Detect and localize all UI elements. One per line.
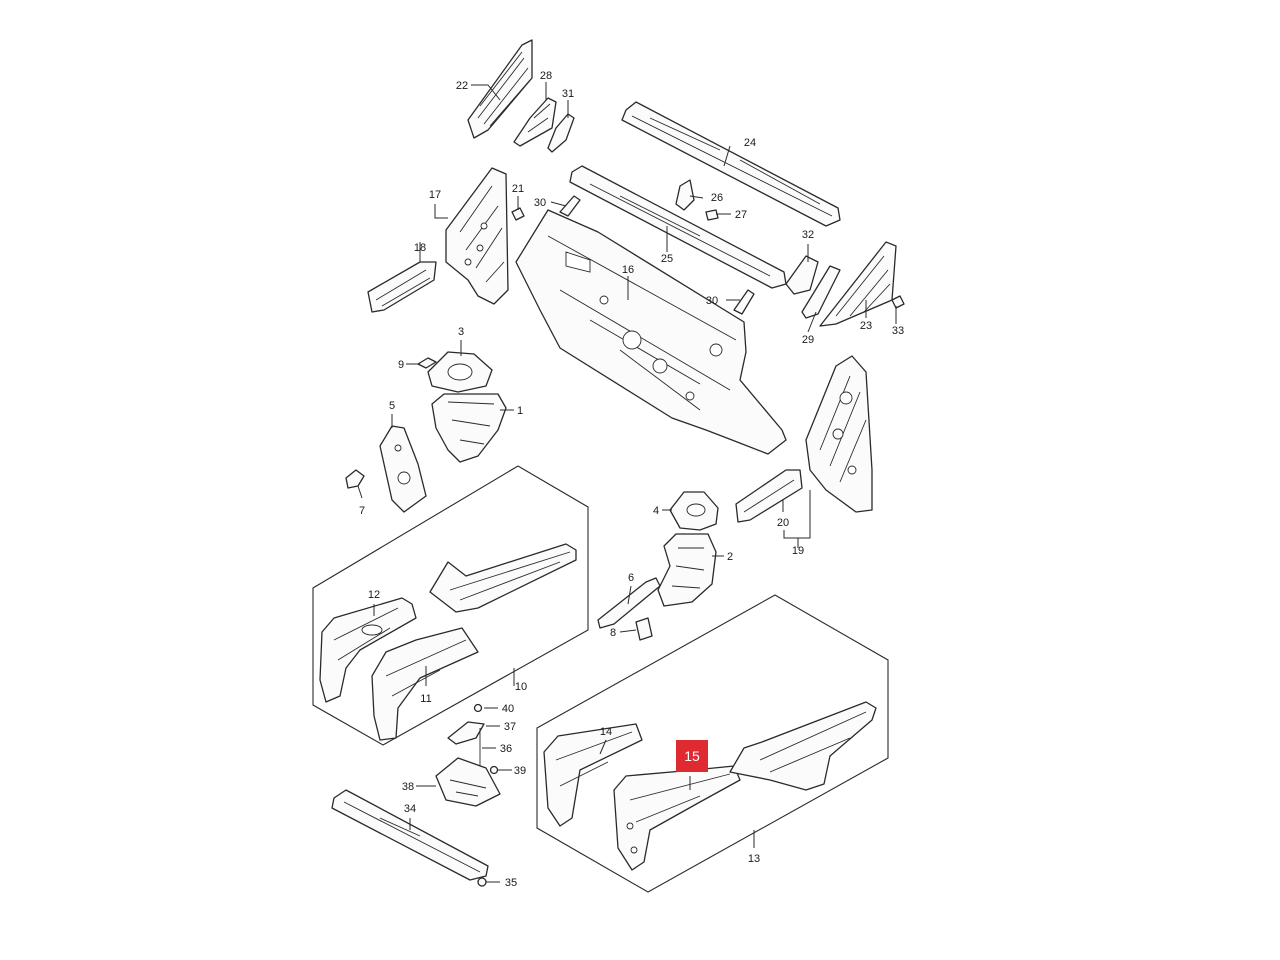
part-28-drawing <box>513 97 557 147</box>
callout-labels: 22 28 31 24 26 27 30 21 17 18 25 16 32 3… <box>359 70 904 889</box>
callout-15-highlight[interactable]: 15 <box>676 740 708 772</box>
part-37-drawing <box>447 721 485 745</box>
callout-6[interactable]: 6 <box>628 572 634 584</box>
callout-12[interactable]: 12 <box>368 589 380 601</box>
part-23-drawing <box>819 241 897 327</box>
callout-5[interactable]: 5 <box>389 400 395 412</box>
part-3-drawing <box>427 351 493 393</box>
callout-34[interactable]: 34 <box>404 803 416 815</box>
callout-3[interactable]: 3 <box>458 326 464 338</box>
callout-36[interactable]: 36 <box>500 743 512 755</box>
part-27-drawing <box>705 209 719 221</box>
part-34-drawing <box>331 789 489 881</box>
part-19-drawing <box>805 355 873 513</box>
part-35-drawing <box>477 877 487 887</box>
part-7-drawing <box>345 469 365 489</box>
callout-19[interactable]: 19 <box>792 545 804 557</box>
part-13-rail-drawing <box>729 701 877 791</box>
assembly-box-13 <box>536 594 889 893</box>
part-32-drawing <box>785 255 819 295</box>
callout-39[interactable]: 39 <box>514 765 526 777</box>
callout-17[interactable]: 17 <box>429 189 441 201</box>
callout-18[interactable]: 18 <box>414 242 426 254</box>
part-29-drawing <box>801 265 841 319</box>
callout-30-upper[interactable]: 30 <box>534 197 546 209</box>
part-2-drawing <box>657 533 717 607</box>
callout-24[interactable]: 24 <box>744 137 756 149</box>
callout-26[interactable]: 26 <box>711 192 723 204</box>
part-30a-drawing <box>559 195 581 217</box>
callout-22[interactable]: 22 <box>456 80 468 92</box>
callout-4[interactable]: 4 <box>653 505 659 517</box>
part-9-drawing <box>417 357 437 369</box>
callout-11[interactable]: 11 <box>420 693 431 705</box>
callout-23[interactable]: 23 <box>860 320 872 332</box>
part-4-drawing <box>669 491 719 531</box>
part-8-drawing <box>635 617 653 641</box>
callout-8[interactable]: 8 <box>610 627 616 639</box>
callout-32[interactable]: 32 <box>802 229 814 241</box>
part-20-drawing <box>735 469 803 523</box>
highlight-badge[interactable] <box>676 740 708 772</box>
callout-14[interactable]: 14 <box>600 726 612 738</box>
callout-38[interactable]: 38 <box>402 781 414 793</box>
callout-9[interactable]: 9 <box>398 359 404 371</box>
part-24-drawing <box>621 101 841 227</box>
part-17-drawing <box>445 167 509 305</box>
part-12-drawing <box>319 597 417 703</box>
callout-33[interactable]: 33 <box>892 325 904 337</box>
callout-20[interactable]: 20 <box>777 517 789 529</box>
callout-31[interactable]: 31 <box>562 88 574 100</box>
callout-1[interactable]: 1 <box>517 405 523 417</box>
part-1-drawing <box>431 393 507 463</box>
part-6-drawing <box>597 577 661 629</box>
callout-2[interactable]: 2 <box>727 551 733 563</box>
callout-13[interactable]: 13 <box>748 853 760 865</box>
callout-15[interactable]: 15 <box>684 748 700 764</box>
part-26-drawing <box>675 179 695 211</box>
callout-7[interactable]: 7 <box>359 505 365 517</box>
callout-21[interactable]: 21 <box>512 183 524 195</box>
part-38-drawing <box>435 757 501 807</box>
callout-40[interactable]: 40 <box>502 703 514 715</box>
leader-lines <box>357 82 897 883</box>
assembly-box-10 <box>312 465 589 746</box>
part-30b-drawing <box>733 289 755 315</box>
part-14-drawing <box>543 723 643 827</box>
callout-10[interactable]: 10 <box>515 681 527 693</box>
callout-25[interactable]: 25 <box>661 253 673 265</box>
part-15-drawing <box>613 765 741 871</box>
part-39-drawing <box>489 765 499 775</box>
callout-27[interactable]: 27 <box>735 209 747 221</box>
callout-35[interactable]: 35 <box>505 877 517 889</box>
part-22-drawing <box>467 39 533 139</box>
part-18-drawing <box>367 261 437 313</box>
part-40-drawing <box>473 703 483 713</box>
part-16-drawing <box>515 209 787 455</box>
part-10-upper-rail-drawing <box>429 543 577 613</box>
callout-28[interactable]: 28 <box>540 70 552 82</box>
part-21-drawing <box>511 207 525 221</box>
callout-30-lower[interactable]: 30 <box>706 295 718 307</box>
callout-16[interactable]: 16 <box>622 264 634 276</box>
part-33-drawing <box>891 295 905 309</box>
callout-37[interactable]: 37 <box>504 721 516 733</box>
part-11-drawing <box>371 627 479 741</box>
callout-29[interactable]: 29 <box>802 334 814 346</box>
part-5-drawing <box>379 425 427 513</box>
